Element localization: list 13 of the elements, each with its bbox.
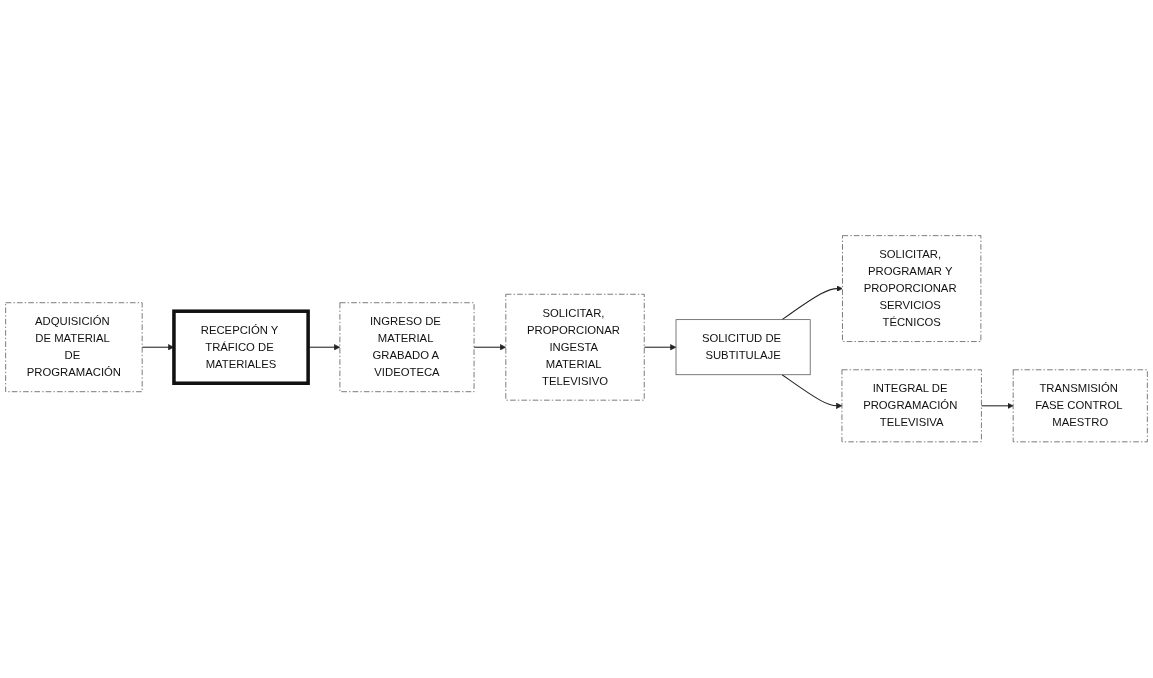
node-box: ADQUISICIÓN DE MATERIAL DE PROGRAMACIÓN <box>5 302 143 393</box>
arrow <box>781 285 843 321</box>
node-box: SOLICITUD DE SUBTITULAJE <box>675 319 811 376</box>
node-box: RECEPCIÓN Y TRÁFICO DE MATERIALES <box>172 309 310 386</box>
node-box: INTEGRAL DE PROGRAMACIÓN TELEVISIVA <box>841 369 982 443</box>
node-box: SOLICITAR, PROPORCIONAR INGESTA MATERIAL TELEVISIVO <box>505 294 645 401</box>
arrow <box>643 344 677 351</box>
arrow <box>781 374 843 410</box>
arrow <box>473 344 507 351</box>
node-box: SOLICITAR, PROGRAMAR Y PROPORCIONAR SERVICIOS TÉCNICOS <box>842 235 982 343</box>
arrow <box>980 402 1014 410</box>
node-box: TRANSMISIÓN FASE CONTROL MAESTRO <box>1012 369 1148 443</box>
node-box: INGRESO DE MATERIAL GRABADO A VIDEOTECA <box>339 302 475 393</box>
